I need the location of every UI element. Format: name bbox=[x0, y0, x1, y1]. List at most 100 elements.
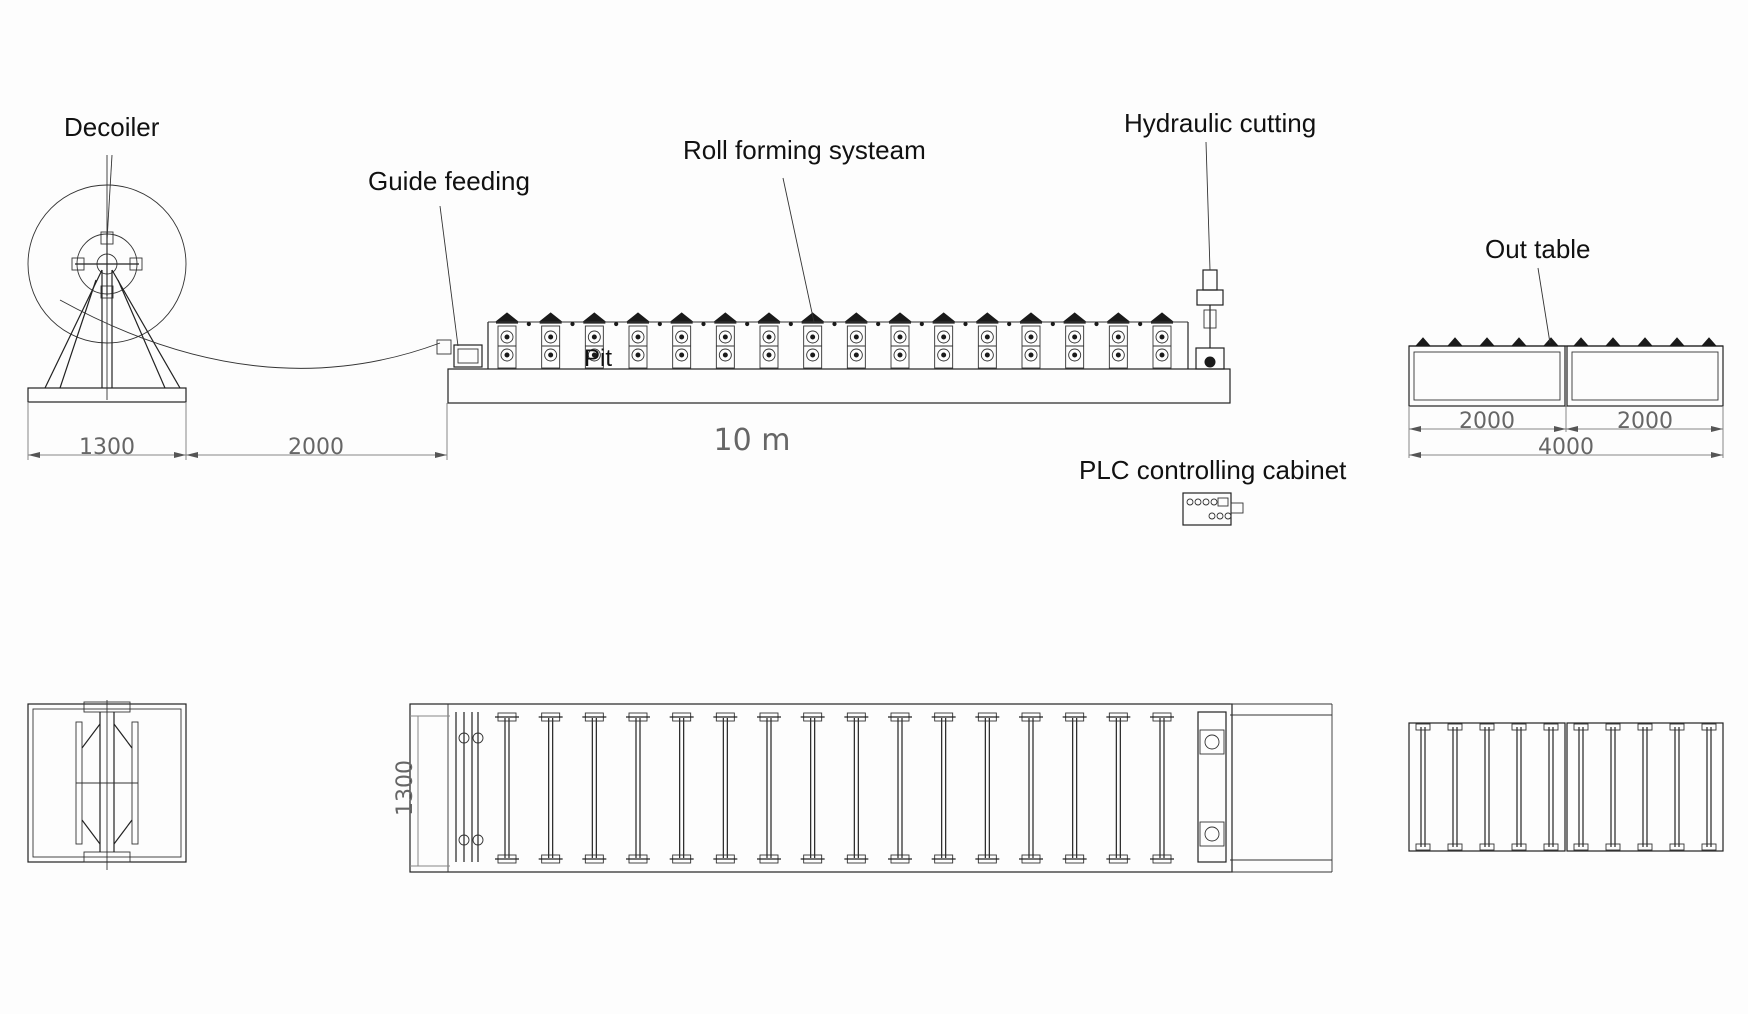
lower-roller bbox=[980, 348, 994, 362]
chain-dot bbox=[788, 321, 793, 327]
station-top-nut bbox=[539, 312, 563, 322]
out-table-plan-rollers bbox=[1415, 723, 1717, 851]
upper-roller-hub bbox=[722, 334, 728, 340]
chain-dot bbox=[526, 321, 531, 327]
chain-dot bbox=[745, 321, 750, 327]
roller-end-top bbox=[1701, 723, 1717, 731]
station-top-nut bbox=[1063, 312, 1087, 322]
upper-roller bbox=[544, 330, 558, 344]
station-stand bbox=[846, 325, 866, 369]
upper-roller bbox=[675, 330, 689, 344]
lower-roller-hub bbox=[766, 352, 772, 358]
upper-roller bbox=[1068, 330, 1082, 344]
plan-shaft bbox=[626, 712, 650, 864]
lower-roller-hub bbox=[1072, 352, 1078, 358]
station-top-nut bbox=[975, 312, 999, 322]
table-plan-roller bbox=[1511, 723, 1527, 851]
station-stand bbox=[759, 325, 779, 369]
upper-roller bbox=[1111, 330, 1125, 344]
dim-table-total: 4000 bbox=[1538, 435, 1594, 460]
station-stand bbox=[541, 325, 561, 369]
lower-roller bbox=[1111, 348, 1125, 362]
forming-station bbox=[844, 312, 868, 369]
roller-end-top bbox=[1447, 723, 1463, 731]
upper-roller bbox=[1024, 330, 1038, 344]
table-roller bbox=[1668, 337, 1686, 347]
plan-shaft bbox=[931, 712, 956, 864]
upper-roller-hub bbox=[591, 334, 597, 340]
upper-roller bbox=[500, 330, 514, 344]
station-top-nut bbox=[713, 312, 737, 322]
upper-roller bbox=[893, 330, 907, 344]
forming-station bbox=[670, 312, 694, 369]
lower-roller bbox=[762, 348, 776, 362]
chain-dot bbox=[832, 321, 837, 327]
chain-dot bbox=[1007, 321, 1012, 327]
lower-roller-hub bbox=[984, 352, 990, 358]
forming-station bbox=[1063, 312, 1087, 369]
upper-roller bbox=[849, 330, 863, 344]
roll-forming-label: Roll forming systeam bbox=[683, 135, 926, 165]
table-roller bbox=[1636, 337, 1654, 347]
roller-end-top bbox=[1573, 723, 1589, 731]
strip-sheet-curve bbox=[59, 299, 441, 369]
table-roller bbox=[1446, 337, 1464, 347]
lower-roller-hub bbox=[810, 352, 816, 358]
upper-roller bbox=[631, 330, 645, 344]
decoiler-label: Decoiler bbox=[64, 112, 160, 142]
table-plan-roller bbox=[1543, 723, 1559, 851]
upper-roller bbox=[1155, 330, 1169, 344]
forming-station bbox=[582, 312, 606, 369]
forming-station bbox=[975, 312, 999, 369]
roller-end-bottom bbox=[1479, 843, 1495, 851]
chain-dot bbox=[570, 321, 575, 327]
plan-shaft bbox=[975, 712, 1000, 864]
out-table-label: Out table bbox=[1485, 234, 1591, 264]
table-roller bbox=[1604, 337, 1622, 347]
roller-end-top bbox=[1543, 723, 1559, 731]
upper-roller bbox=[762, 330, 776, 344]
roller-end-top bbox=[1669, 723, 1685, 731]
dim-table-section-1: 2000 bbox=[1459, 409, 1515, 434]
lower-roller-hub bbox=[504, 352, 510, 358]
upper-roller-hub bbox=[1115, 334, 1121, 340]
dim-decoiler-width: 1300 bbox=[79, 435, 135, 460]
lower-roller-hub bbox=[897, 352, 903, 358]
plan-shaft bbox=[888, 712, 912, 864]
station-top-nut bbox=[1019, 312, 1043, 322]
station-top-nut bbox=[582, 312, 606, 322]
forming-station bbox=[713, 312, 737, 369]
station-top-nut bbox=[670, 312, 694, 322]
lower-roller bbox=[1024, 348, 1038, 362]
table-roller bbox=[1542, 337, 1560, 347]
roller-end-top bbox=[1511, 723, 1527, 731]
plan-shaft bbox=[1062, 712, 1087, 864]
roller-end-bottom bbox=[1669, 843, 1685, 851]
dim-plan-width: 1300 bbox=[393, 760, 418, 816]
chain-dot bbox=[919, 321, 924, 327]
plc-cabinet bbox=[1182, 492, 1244, 526]
forming-station bbox=[1019, 312, 1043, 369]
lower-roller-hub bbox=[591, 352, 597, 358]
roller-end-bottom bbox=[1543, 843, 1559, 851]
upper-roller bbox=[937, 330, 951, 344]
roller-end-bottom bbox=[1701, 843, 1717, 851]
table-roller bbox=[1478, 337, 1496, 347]
lower-roller bbox=[587, 348, 601, 362]
table-plan-roller bbox=[1669, 723, 1685, 851]
plan-forming-shafts bbox=[495, 712, 1174, 864]
station-stand bbox=[1065, 325, 1085, 369]
plan-shaft bbox=[1150, 712, 1174, 864]
station-top-nut bbox=[495, 312, 519, 322]
roller-end-bottom bbox=[1605, 843, 1621, 851]
table-plan-roller bbox=[1605, 723, 1621, 851]
upper-roller-hub bbox=[1159, 334, 1165, 340]
station-stand bbox=[1152, 325, 1172, 369]
plan-shaft bbox=[713, 712, 738, 864]
chain-dot bbox=[963, 321, 968, 327]
station-stand bbox=[890, 325, 910, 369]
lower-roller bbox=[806, 348, 820, 362]
machine-plan-view bbox=[409, 703, 1333, 873]
guide-feeding-label: Guide feeding bbox=[368, 166, 530, 196]
